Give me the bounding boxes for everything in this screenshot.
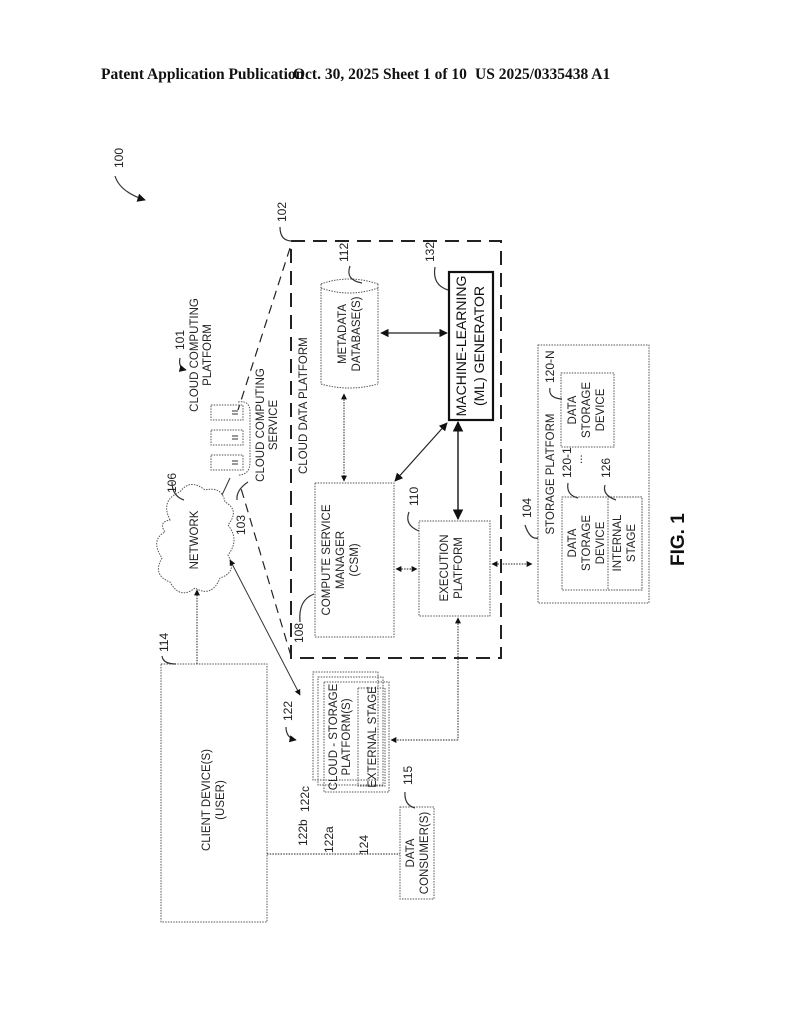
ref-110: 110 xyxy=(407,487,421,506)
cloud-computing-platform-label-1: CLOUD COMPUTING xyxy=(189,298,201,412)
ellipsis: ... xyxy=(573,454,585,464)
data-consumer-label-1: DATA xyxy=(405,838,417,867)
storage-platform-label: STORAGE PLATFORM xyxy=(545,414,557,535)
cloud-storage-label-2: PLATFORM(S) xyxy=(341,698,353,775)
network-label: NETWORK xyxy=(189,510,201,569)
ref-112: 112 xyxy=(337,243,351,262)
ref-120-n-leader xyxy=(549,387,563,400)
ref-120-1-leader xyxy=(567,482,579,499)
ref-104: 104 xyxy=(520,498,534,518)
ref-126-leader xyxy=(603,484,617,501)
ref-132-leader xyxy=(433,266,449,291)
figure-caption: FIG. 1 xyxy=(668,513,689,566)
cloud-data-platform-label: CLOUD DATA PLATFORM xyxy=(298,337,310,474)
execution-platform-label-2: PLATFORM xyxy=(453,537,465,599)
metadata-database-label-1: METADATA xyxy=(337,304,349,364)
callout-line-lower xyxy=(239,484,292,657)
dsd-1-label-3: DEVICE xyxy=(595,521,607,564)
client-device-label-1: CLIENT DEVICE(S) xyxy=(201,749,213,851)
metadata-database-cylinder: METADATA DATABASE(S) xyxy=(320,278,379,389)
dsd-n-label-1: DATA xyxy=(567,395,579,424)
publication-type: Patent Application Publication xyxy=(101,66,305,83)
ref-112-leader xyxy=(348,265,363,284)
ref-101: 101 xyxy=(173,330,187,350)
publication-number: US 2025/0335438 A1 xyxy=(475,66,611,83)
ml-generator-label-1: MACHINE-LEARNING xyxy=(453,276,469,417)
internal-stage-label-2: STAGE xyxy=(626,524,638,562)
cloud-computing-service-label-1: CLOUD COMPUTING xyxy=(255,368,267,482)
patent-header: Patent Application Publication Oct. 30, … xyxy=(0,66,794,90)
cloud-storage-label-1: CLOUD - STORAGE xyxy=(328,683,340,790)
ref-122-leader xyxy=(285,726,297,743)
cloud-storage-122a xyxy=(323,681,390,793)
server-icons xyxy=(210,401,251,476)
client-device-label-2: (USER) xyxy=(215,780,227,820)
ref-101-leader xyxy=(178,357,187,372)
csm-label-3: (CSM) xyxy=(349,543,361,576)
ml-generator-label-2: (ML) GENERATOR xyxy=(471,286,487,406)
ref-122b: 122b xyxy=(296,819,310,846)
client-device-box xyxy=(160,663,268,923)
ref-108-leader xyxy=(299,593,315,623)
ref-108: 108 xyxy=(292,623,306,643)
dsd-n-label-2: STORAGE xyxy=(581,382,593,438)
internal-stage-label-1: INTERNAL xyxy=(612,514,624,571)
ref-122c: 122c xyxy=(298,786,312,812)
ref-115-leader xyxy=(404,791,416,809)
arrow-csm-ml xyxy=(394,422,448,482)
metadata-database-label-2: DATABASE(S) xyxy=(351,296,363,371)
dsd-1-label-1: DATA xyxy=(567,528,579,557)
execution-platform-box xyxy=(418,520,491,617)
ref-114: 114 xyxy=(157,633,171,652)
ref-103-leader xyxy=(236,481,249,501)
cloud-storage-122c xyxy=(312,671,379,781)
external-stage-label: EXTERNAL STAGE xyxy=(367,686,379,788)
ref-100-arrow xyxy=(114,175,146,202)
compute-service-manager-box xyxy=(314,482,395,638)
ref-114-leader xyxy=(161,655,177,665)
publication-date-sheet: Oct. 30, 2025 Sheet 1 of 10 xyxy=(293,66,467,83)
cloud-computing-service-label-2: SERVICE xyxy=(268,400,280,451)
cloud-storage-122b xyxy=(317,676,384,786)
data-consumer-label-2: CONSUMER(S) xyxy=(419,812,431,895)
ref-132: 132 xyxy=(423,242,437,262)
ref-104-leader xyxy=(524,524,539,539)
ref-120-n: 120-N xyxy=(543,350,557,383)
network-to-servers-line xyxy=(221,477,231,496)
dsd-n-label-3: DEVICE xyxy=(595,388,607,431)
csm-label-1: COMPUTE SERVICE xyxy=(321,504,333,615)
arrow-network-cloud-storage xyxy=(229,559,301,696)
cloud-computing-platform-label-2: PLATFORM xyxy=(202,324,214,386)
data-storage-device-n-box xyxy=(560,372,615,448)
ref-126: 126 xyxy=(599,458,613,478)
dsd-1-label-2: STORAGE xyxy=(581,515,593,571)
ref-124: 124 xyxy=(357,835,371,855)
csm-label-2: MANAGER xyxy=(335,531,347,589)
storage-platform-box xyxy=(537,344,650,604)
ref-100: 100 xyxy=(112,148,126,168)
ref-103: 103 xyxy=(234,515,248,535)
external-stage-box xyxy=(357,687,386,787)
ref-122: 122 xyxy=(281,701,295,721)
ref-120-1: 120-1 xyxy=(560,447,574,478)
ml-generator-box xyxy=(447,270,495,422)
ref-115: 115 xyxy=(401,766,415,785)
data-consumer-box xyxy=(399,806,435,900)
internal-stage-box xyxy=(607,496,643,591)
callout-line-upper xyxy=(237,247,291,411)
ref-106-leader xyxy=(171,481,185,501)
cloud-data-platform-box xyxy=(290,240,502,659)
ref-102: 102 xyxy=(275,202,289,222)
execution-platform-label-1: EXECUTION xyxy=(439,534,451,601)
ref-122a: 122a xyxy=(322,826,336,853)
ref-110-leader xyxy=(407,511,420,532)
ref-102-leader xyxy=(279,226,293,242)
